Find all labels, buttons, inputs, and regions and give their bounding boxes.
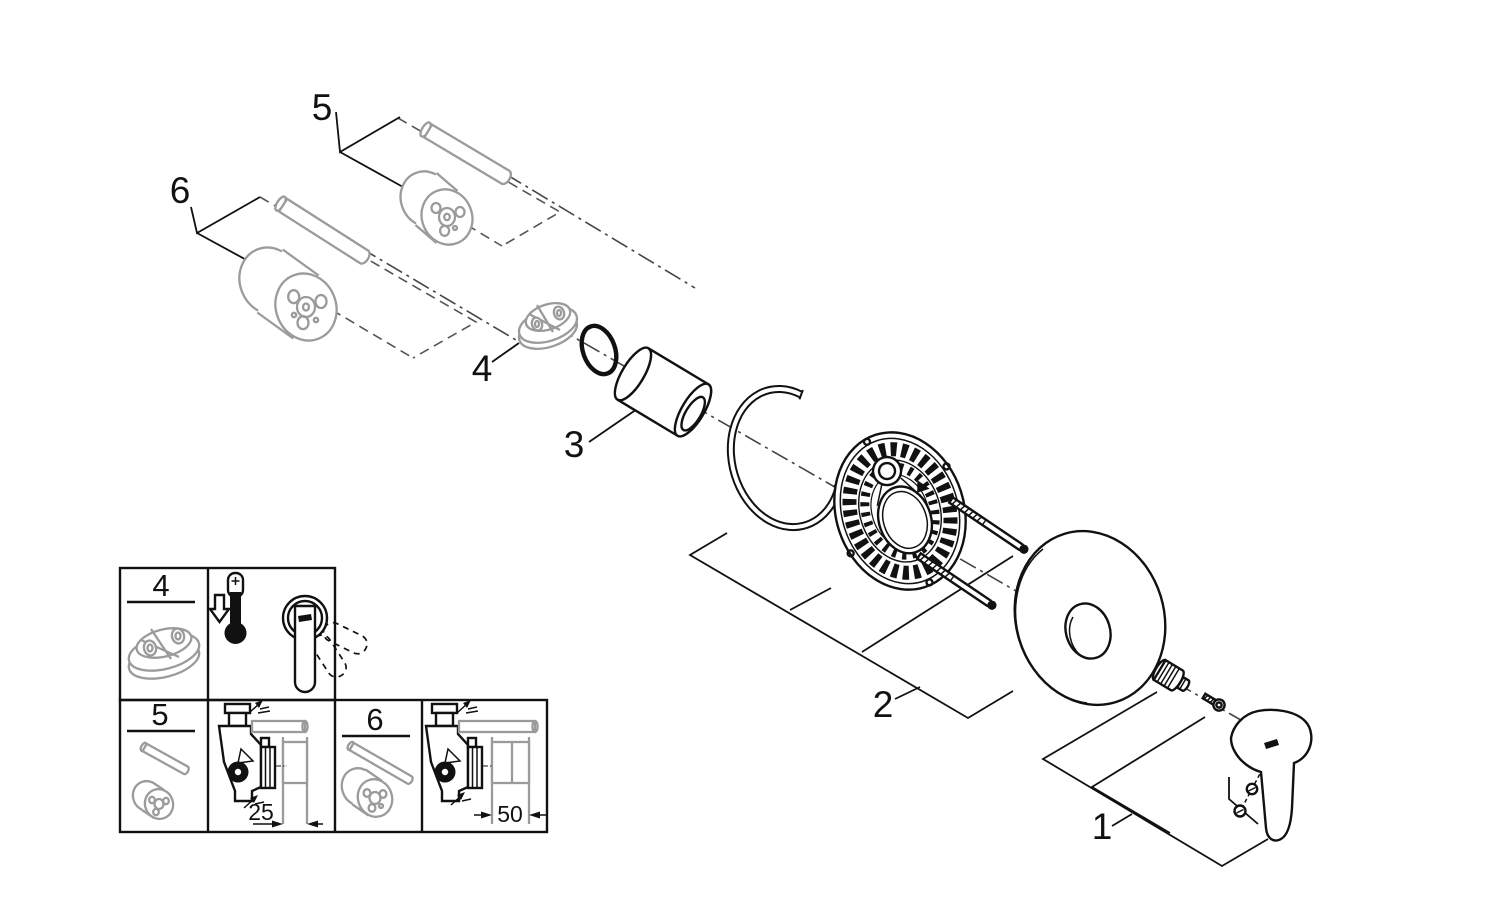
mounting-screw-bottom — [915, 551, 997, 610]
finished-wall-level-icon — [243, 795, 265, 809]
inset-label-5: 5 — [151, 697, 168, 732]
escutcheon-plate — [1013, 529, 1167, 707]
inset-spindle-50 — [457, 719, 537, 734]
inset-cell-adjustment — [207, 571, 368, 694]
finished-wall-level-icon — [248, 700, 271, 714]
inset-cell-5: 5 — [127, 697, 195, 821]
callout-4: 4 — [472, 348, 493, 389]
inset-limiter-disc — [127, 627, 201, 680]
callout-5: 5 — [312, 87, 333, 128]
part6-spare-kit — [238, 195, 371, 342]
inset-bottom-row-border — [118, 698, 549, 834]
finished-wall-level-icon — [450, 792, 472, 806]
leader-part4 — [491, 342, 520, 363]
inset-rod-6 — [346, 740, 414, 785]
inset-label-4: 4 — [152, 568, 169, 603]
part2-mounting-plate — [833, 431, 967, 591]
bracket-part6 — [190, 196, 261, 235]
inset-cell-depth25: 25 — [217, 700, 323, 828]
inset-label-6: 6 — [366, 702, 383, 737]
handle-indicator-mark — [1264, 739, 1279, 749]
inset-cell-6: 6 — [340, 702, 414, 818]
callout-6: 6 — [170, 170, 191, 211]
inset-cartridge-5 — [131, 779, 175, 821]
dim-25-text: 25 — [248, 799, 274, 825]
extension-box-25 — [281, 740, 309, 785]
arrow-down-icon — [207, 593, 232, 625]
callout-numbers: 5 6 4 3 2 1 — [170, 87, 1113, 847]
dimension-25: 25 — [248, 799, 323, 828]
extension-box-50 — [490, 740, 531, 785]
thermometer-temperature-down-icon — [224, 571, 247, 644]
retaining-ring — [726, 384, 844, 532]
part1-lever-handle — [1229, 708, 1313, 842]
part6-spindle-rod — [274, 195, 371, 265]
dim-50-text: 50 — [497, 801, 523, 827]
dimension-50: 50 — [474, 801, 547, 827]
inset-panel: 4 — [118, 566, 549, 834]
bracket-part1 — [1041, 691, 1269, 868]
part5-spare-kit — [399, 121, 513, 246]
inset-cell-depth50: 50 — [424, 700, 547, 827]
bracket-part5 — [335, 111, 401, 154]
handle-screw — [1201, 692, 1226, 712]
part6-cartridge — [238, 246, 338, 342]
callout-2: 2 — [873, 684, 894, 725]
inset-spindle-25 — [250, 719, 307, 734]
finished-wall-level-icon — [456, 700, 479, 714]
callout-1: 1 — [1092, 806, 1113, 847]
lever-handle-swing-icon — [281, 594, 368, 694]
callout-brackets — [190, 111, 1269, 868]
inset-cell-4: 4 — [127, 568, 201, 680]
part5-cartridge — [399, 170, 474, 246]
mounting-screw-top — [947, 495, 1029, 554]
o-ring — [579, 323, 619, 377]
inset-cartridge-6 — [340, 767, 394, 818]
axis-kit5 — [425, 125, 696, 289]
part3-sleeve — [613, 346, 713, 438]
part5-spindle-rod — [419, 121, 513, 186]
part4-limiter-disc — [517, 301, 579, 350]
bracket-part2 — [688, 532, 1014, 720]
handle-adapter — [1151, 658, 1191, 692]
callout-3: 3 — [564, 424, 585, 465]
leader-part3 — [588, 406, 641, 443]
inset-rod-5 — [139, 741, 190, 776]
